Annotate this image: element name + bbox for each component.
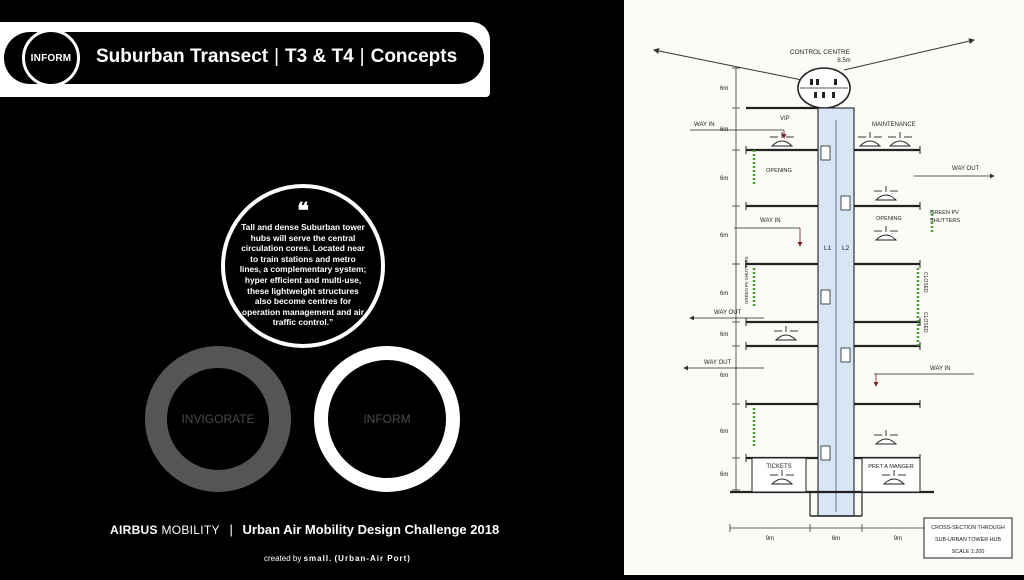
credit-name: small. [303,554,333,563]
drone-icon [882,470,906,485]
tower-cross-section: 6m 6m 6m 6m 6m 6m 6m 6m 6m CONTROL CENTRE 8.5m L… [653,38,1013,559]
pret-label: PRET A MANGER [868,464,914,470]
drone-icon [858,132,882,147]
green-pv-vertical-label: GREEN PV SHUTTERS [744,256,749,304]
vip-label: VIP [780,116,790,122]
green-pv-label-2: SHUTTERS [930,218,960,224]
invigorate-label: INVIGORATE [181,412,255,426]
inform-badge: INFORM [22,29,80,87]
footer-line: AIRBUS MOBILITY | Urban Air Mobility Des… [110,522,499,537]
dim-6m-center: 6m [832,536,840,542]
title-pill [4,32,484,84]
caption-line-1: CROSS-SECTION THROUGH [931,525,1005,531]
title-sep-2: | [359,46,365,67]
floor-height-label: 6m [720,176,728,182]
way-in-label-2: WAY IN [760,218,781,224]
lift-l1-label: L1 [824,245,832,252]
green-pv-label-1: GREEN PV [930,210,959,216]
caption-box [923,517,1013,559]
drone-icon [770,132,794,147]
pret-box [861,457,921,493]
drone-icon [874,186,898,201]
invigorate-ring: INVIGORATE [145,346,291,492]
way-out-label-1: WAY OUT [952,166,980,172]
drone-icon [888,132,912,147]
title-part2: T3 & T4 [285,46,354,67]
brand-mobility: MOBILITY [161,523,220,537]
quote-text: Tall and dense Suburban tower hubs will … [239,222,367,328]
lift-l2-label: L2 [842,245,850,252]
green-pv-shutters [752,150,934,446]
caption-line-2: SUB-URBAN TOWER HUB [935,537,1001,543]
drone-icon [874,226,898,241]
inform-badge-label: INFORM [30,52,72,64]
challenge-title: Urban Air Mobility Design Challenge 2018 [242,522,500,537]
way-out-label-3: WAY OUT [704,360,732,366]
way-out-label-2: WAY OUT [714,310,742,316]
closed-label-2: CLOSED [922,312,928,333]
title-part1: Suburban Transect [96,46,269,67]
quote-circle: ❝ Tall and dense Suburban tower hubs wil… [221,184,385,348]
control-centre-label: CONTROL CENTRE [790,49,851,56]
way-in-label-3: WAY IN [930,366,951,372]
floor-height-label: 6m [720,373,728,379]
floor-height-label: 6m [720,291,728,297]
dim-9m-left: 9m [766,536,774,542]
drone-icon [770,470,794,485]
floor-height-label: 6m [720,332,728,338]
diagram-panel: 6m 6m 6m 6m 6m 6m 6m 6m 6m CONTROL CENTRE 8.5m L… [624,0,1024,575]
tickets-label: TICKETS [766,464,791,470]
caption-line-3: SCALE 1:200 [952,549,985,555]
floor-height-label: 6m [720,233,728,239]
drone-icons [770,132,912,485]
inform-ring-label: INFORM [363,412,411,426]
inform-ring: INFORM [314,346,460,492]
left-panel: INFORM Suburban Transect|T3 & T4|Concept… [0,22,500,563]
opening-label-1: OPENING [766,168,792,174]
credit-suffix: (Urban-Air Port) [334,554,411,563]
opening-label-2: OPENING [876,216,902,222]
drone-icon [874,430,898,445]
floor-height-label: 6m [720,86,728,92]
closed-label-1: CLOSED [922,272,928,293]
way-in-label-1: WAY IN [694,122,715,128]
credit-line: created by small. (Urban-Air Port) [264,554,411,563]
quote-mark-icon: ❝ [297,198,309,223]
dim-9m-right: 9m [894,536,902,542]
credit-prefix: created by [264,554,302,563]
control-centre-dim: 8.5m [837,58,850,64]
floor-height-label: 6m [720,429,728,435]
footer-sep: | [229,522,233,537]
brand-airbus: AIRBUS [110,523,158,537]
page-title: Suburban Transect|T3 & T4|Concepts [96,46,457,68]
title-sep-1: | [274,46,280,67]
drone-icon [774,326,798,341]
title-part3: Concepts [370,46,458,67]
tickets-box [751,457,807,493]
floor-height-label: 6m [720,472,728,478]
maintenance-label: MAINTENANCE [872,122,916,128]
